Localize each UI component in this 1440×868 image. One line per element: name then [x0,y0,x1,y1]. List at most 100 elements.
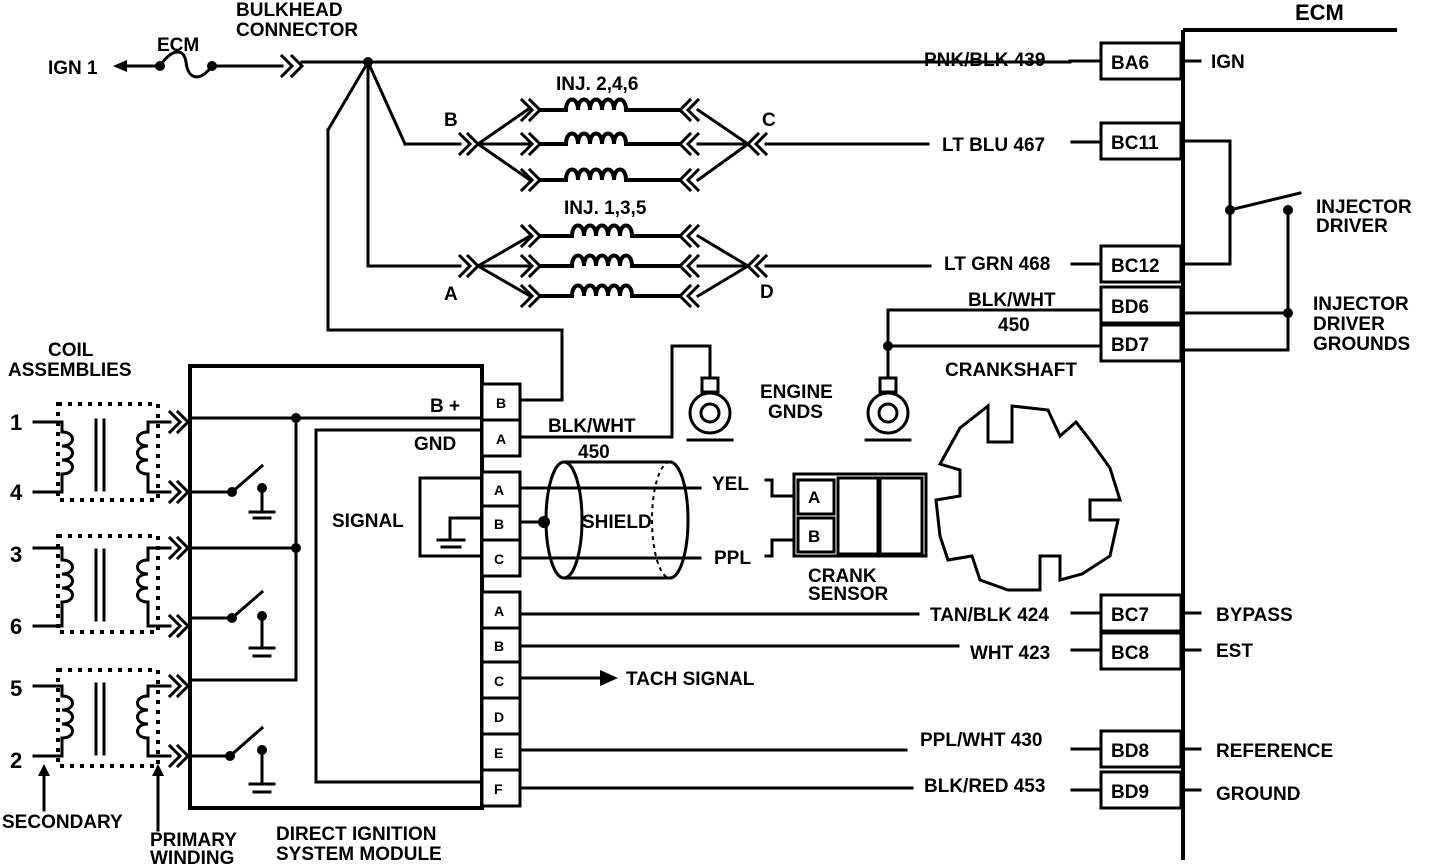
engine-gnds-label-2: GNDS [768,402,823,423]
ecm-pin-bd9: BD9 GROUND [1099,770,1300,810]
ecm-pin-bd7: BD7 [1099,323,1183,363]
fuse-label: ECM [157,35,199,56]
connector-a-label: A [444,284,458,305]
module-title-2: SYSTEM MODULE [276,844,442,865]
conn-pin: A [496,431,506,447]
coil-number: 3 [10,542,22,567]
sensor-pin-b: B [808,527,820,546]
engine-ground-right [864,376,912,442]
wire-label-blk-red: BLK/RED 453 [924,776,1045,797]
ecm-block: ECM [1181,0,1397,860]
module-title-1: DIRECT IGNITION [276,824,436,845]
wire-label-blk-wht: BLK/WHT [968,290,1056,311]
wire-label-tan-blk: TAN/BLK 424 [930,605,1049,626]
conn-pin: D [494,709,504,725]
connector-b-label: B [444,110,458,131]
ignition-module: DIRECT IGNITION SYSTEM MODULE B + GND [188,364,484,865]
bulkhead-connector-icon [279,53,305,79]
conn-pin: B [496,395,506,411]
wire-label-450: 450 [998,315,1030,336]
pin-label: BD8 [1111,741,1149,762]
ecm-ground-wire: BLK/WHT 450 [883,290,1103,382]
module-connector-3: A B C D E F [480,590,522,808]
primary-winding-icon [136,420,150,494]
injector-driver-switch: INJECTOR DRIVER INJECTOR DRIVER GROUNDS [1179,139,1412,355]
pin-label: BD6 [1111,297,1149,318]
pin-label: BC7 [1111,605,1149,626]
ign-feed: IGN 1 ECM BULKHEAD CONNECTOR PNK/BLK 439 [48,0,1103,402]
yel-wire-label: YEL [712,474,749,495]
ecm-fuse-icon [157,50,215,79]
injector-bank-246: INJ. 2,4,6 B C LT BLU 467 [444,74,1103,193]
primary-label-2: WINDING [150,848,234,868]
ecm-title: ECM [1295,0,1344,25]
signal-label: SIGNAL [332,511,404,532]
module-connector-2: A B C [480,470,522,578]
bulkhead-label-1: BULKHEAD [236,0,343,21]
crankshaft-label: CRANKSHAFT [945,360,1077,381]
connector-c-label: C [762,110,776,131]
crankshaft-reluctor: CRANKSHAFT [934,360,1123,592]
pin-label: BC8 [1111,643,1149,664]
bulkhead-label-2: CONNECTOR [236,20,358,41]
coil-title-1: COIL [48,340,94,361]
coil-assemblies: COIL ASSEMBLIES 1 4 3 6 5 2 [2,340,237,868]
wire-label-pnk-blk: PNK/BLK 439 [924,50,1045,71]
ecm-pin-bc12: BC12 [1099,244,1183,284]
driver-switch-2 [188,589,276,658]
injector-driver-label-1: INJECTOR [1316,197,1412,218]
primary-label-1: PRIMARY [150,830,237,851]
pin-function: BYPASS [1216,605,1293,626]
ecm-pin-bc11: BC11 [1099,121,1183,161]
driver-grounds-label-2: DRIVER [1313,314,1385,335]
coil-number: 4 [10,480,23,505]
secondary-label: SECONDARY [2,812,123,833]
crank-sensor-label-2: SENSOR [808,584,889,605]
coil-number: 2 [10,748,22,773]
wire-label-wht: WHT 423 [970,643,1050,664]
ecm-pin-bd6: BD6 [1099,285,1183,325]
sensor-pin-a: A [808,488,820,507]
driver-grounds-label-1: INJECTOR [1313,294,1409,315]
conn-pin: C [494,551,504,567]
pin-function: REFERENCE [1216,741,1333,762]
secondary-winding-icon [60,420,74,494]
crank-sensor-label-1: CRANK [808,566,877,587]
pin-function: IGN [1211,52,1245,73]
ecm-pin-bc8: BC8 EST [1099,631,1253,671]
wire-label-lt-grn: LT GRN 468 [944,254,1050,275]
pin-function: EST [1216,641,1253,662]
engine-gnds-label-1: ENGINE [760,382,833,403]
ecm-pin-bc7: BC7 BYPASS [1099,593,1293,633]
engine-ground-left: ENGINE GNDS [638,344,833,442]
pin-label: BD9 [1111,782,1149,803]
wire-label-ppl-wht: PPL/WHT 430 [920,730,1042,751]
ign1-label: IGN 1 [48,58,98,79]
wire-label-lt-blu: LT BLU 467 [942,135,1045,156]
coil-number: 5 [10,676,22,701]
module-connector-1: B A [480,382,522,458]
driver-switch-1 [188,463,276,520]
pin-function: GROUND [1216,784,1300,805]
ecm-pin-bd8: BD8 REFERENCE [1099,729,1333,769]
module-ecm-wires: TAN/BLK 424 WHT 423 TACH SIGNAL PPL/WHT … [518,605,1103,797]
coil-title-2: ASSEMBLIES [8,360,132,381]
arrow-right-icon [600,670,618,686]
driver-grounds-label-3: GROUNDS [1313,334,1410,355]
conn-pin: C [494,673,504,689]
tach-signal-label: TACH SIGNAL [626,669,755,690]
conn-pin: A [494,603,504,619]
ecm-pin-ba6: BA6 IGN [1099,41,1245,81]
pin-label: BC12 [1111,256,1160,277]
pin-label: BA6 [1111,53,1149,74]
injector-bank-135: INJ. 1,3,5 A D LT GRN 468 [444,198,1103,309]
gnd-wire-label-2: 450 [578,442,610,463]
bplus-label: B + [430,396,460,417]
ppl-wire-label: PPL [714,548,751,569]
conn-pin: B [494,516,504,532]
pin-label: BC11 [1111,133,1159,154]
pin-label: BD7 [1111,335,1149,356]
gnd-wire-label-1: BLK/WHT [548,416,636,437]
